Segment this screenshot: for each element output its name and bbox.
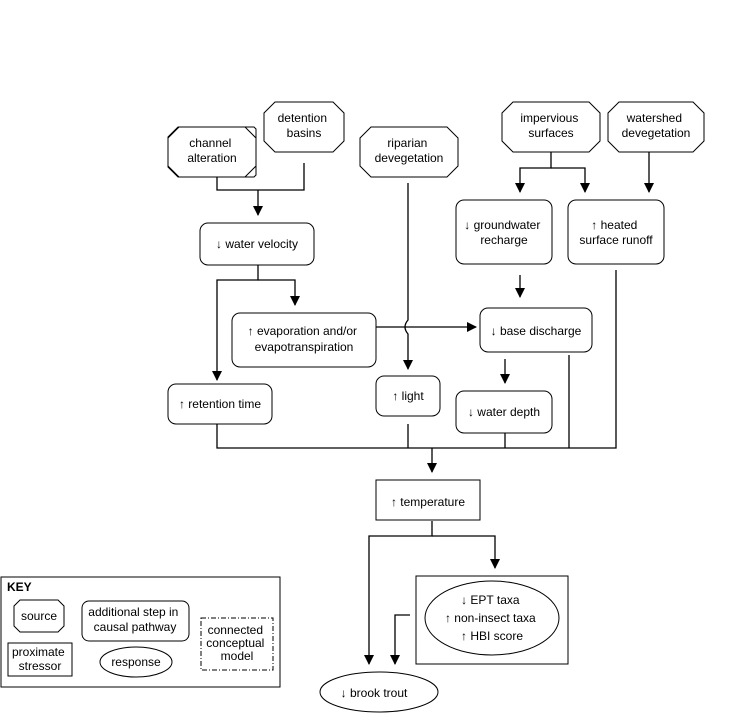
source-impervious-surfaces: impervious surfaces	[501, 101, 601, 153]
svg-text:additional step in cau: additional step in causal pathway	[88, 605, 181, 634]
stressor-temperature: ↑ temperature	[375, 479, 481, 521]
edge-temperature-split	[364, 521, 433, 665]
response-label: ↓ EPT taxa ↑ non-insect taxa ↑ HBI score	[445, 593, 539, 643]
svg-text:connected conceptual: connected conceptual model	[206, 623, 267, 663]
step-water-depth: ↓ water depth	[455, 390, 553, 434]
edge-collector	[216, 270, 617, 449]
step-label: ↓ water depth	[468, 405, 540, 419]
step-label: ↑ retention time	[179, 397, 261, 411]
step-label: ↓ groundwater recharge	[464, 218, 543, 247]
response-label: ↓ brook trout	[341, 686, 408, 700]
source-detention-basins: detention basins	[263, 101, 345, 153]
step-retention-time: ↑ retention time	[167, 383, 273, 425]
step-label: ↓ base discharge	[491, 324, 582, 338]
source-label: channel alteration	[187, 136, 236, 165]
source-label: riparian devegetation	[375, 136, 444, 165]
step-label: ↑ evaporation and/or evapotranspiration	[248, 324, 361, 354]
edge-riparian-to-light	[403, 183, 413, 370]
step-groundwater-recharge: ↓ groundwater recharge	[455, 199, 553, 265]
legend-additional-step: additional step in causal pathway	[81, 600, 190, 642]
legend-source: source	[13, 599, 65, 633]
response-biotic-indices	[424, 580, 560, 656]
step-label: ↑ heated surface runoff	[579, 218, 653, 247]
response-brook-trout: ↓ brook trout	[319, 671, 439, 713]
edge-velocity-split	[212, 265, 259, 381]
step-water-velocity: ↓ water velocity	[199, 222, 315, 266]
source-label: impervious surfaces	[520, 111, 581, 140]
legend-proximate-stressor: proximate stressor	[7, 642, 73, 677]
legend-key: KEY source additional step in causal pat…	[0, 576, 281, 688]
edge-impervious-split	[515, 152, 552, 193]
source-label: detention basins	[278, 111, 331, 140]
response-biotic-indices-group: ↓ EPT taxa ↑ non-insect taxa ↑ HBI score	[415, 575, 569, 665]
edge-channel-alteration-join	[216, 163, 305, 191]
step-base-discharge: ↓ base discharge	[479, 307, 593, 353]
step-evaporation: ↑ evaporation and/or evapotranspiration	[231, 312, 377, 368]
edge-indices-to-brook-trout	[390, 614, 410, 665]
legend-response: response	[99, 646, 173, 678]
source-label: watershed devegetation	[622, 111, 691, 140]
source-riparian-devegetation: riparian devegetation	[359, 126, 459, 178]
step-light: ↑ light	[375, 375, 441, 417]
edge-temperature-to-indices	[432, 535, 500, 569]
svg-text:source: source	[21, 609, 57, 623]
connectors	[212, 152, 654, 665]
legend-title: KEY	[7, 580, 32, 594]
legend-connected-model: connected conceptual model	[200, 617, 274, 671]
source-watershed-devegetation: watershed devegetation	[607, 101, 705, 153]
step-heated-surface-runoff: ↑ heated surface runoff	[567, 199, 665, 265]
stressor-label: ↑ temperature	[391, 495, 465, 509]
svg-text:proximate stressor: proximate stressor	[12, 645, 68, 673]
svg-text:response: response	[111, 655, 161, 669]
edge-velocity-to-evaporation	[258, 279, 300, 306]
step-label: ↑ light	[392, 389, 424, 403]
edge-impervious-to-runoff	[551, 167, 590, 193]
step-label: ↓ water velocity	[216, 237, 298, 251]
source-channel-alteration: channel alteration	[167, 126, 257, 178]
